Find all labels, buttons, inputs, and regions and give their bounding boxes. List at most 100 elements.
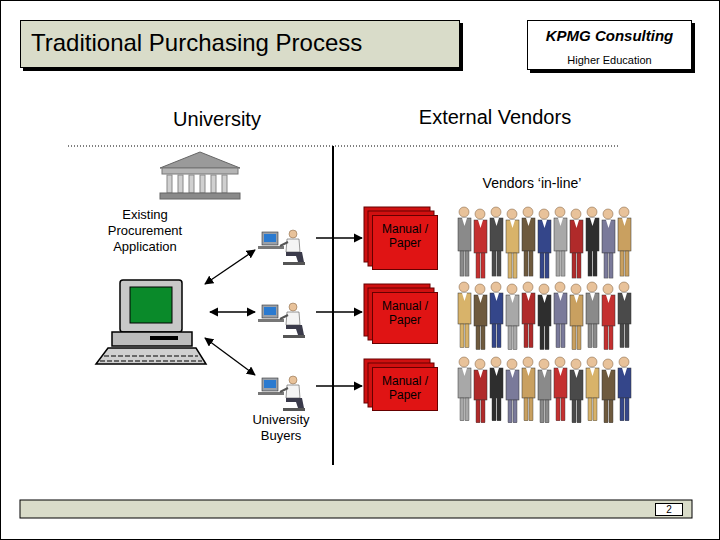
vendor-body — [602, 370, 615, 400]
buyer-screen — [264, 234, 276, 242]
vendor-body — [618, 368, 631, 398]
vendor-head — [507, 209, 517, 219]
vendor-leg — [588, 251, 592, 276]
buyer-chair — [283, 335, 305, 338]
buyer-head — [289, 230, 297, 238]
vendor-shirt — [478, 295, 483, 303]
vendor-head — [571, 284, 581, 294]
university-building — [160, 152, 240, 199]
vendor-head — [459, 207, 469, 217]
vendor-head — [555, 282, 565, 292]
vendor-shirt — [574, 370, 579, 378]
buyer-legs — [286, 325, 304, 335]
vendor-leg — [561, 324, 565, 348]
vendor-leg — [476, 326, 480, 350]
vendor-head — [603, 359, 613, 369]
vendor-leg — [460, 324, 464, 348]
vendor-leg — [625, 398, 629, 421]
slide-title: Traditional Purchasing Process — [20, 20, 460, 68]
vendor-leg — [609, 253, 613, 278]
vendor-body — [506, 370, 519, 400]
vendor-body — [618, 218, 631, 251]
link-arrow — [205, 250, 255, 284]
vendor-shirt — [590, 293, 595, 301]
logo-text: KPMG Consulting — [546, 27, 674, 44]
vendor-body — [538, 370, 551, 400]
vendor-shirt — [590, 218, 595, 226]
vendor-leg — [572, 253, 576, 278]
paper-box: Manual / Paper — [372, 292, 438, 344]
vendor-shirt — [542, 370, 547, 378]
vendor-shirt — [542, 220, 547, 228]
vendor-body — [586, 293, 599, 324]
vendor-shirt — [462, 293, 467, 301]
vendor-shirt — [510, 220, 515, 228]
buyer-body — [286, 239, 300, 252]
vendor-leg — [492, 251, 496, 276]
vendor-leg — [545, 253, 549, 278]
vendor-head — [587, 207, 597, 217]
vendor-shirt — [510, 370, 515, 378]
vendor-leg — [593, 398, 597, 421]
footer-bar — [20, 500, 692, 518]
vendor-head — [571, 209, 581, 219]
vendor-leg — [556, 251, 560, 276]
vendor-leg — [540, 253, 544, 278]
paper-label: Manual / Paper — [376, 374, 434, 402]
vendor-head — [507, 284, 517, 294]
vendor-head — [459, 282, 469, 292]
vendor-body — [570, 370, 583, 400]
buyer-legs — [286, 398, 304, 408]
vendor-leg — [572, 326, 576, 350]
vendor-leg — [513, 253, 517, 278]
vendor-body — [458, 368, 471, 398]
vendor-body — [506, 295, 519, 326]
vendor-shirt — [606, 295, 611, 303]
buyer-screen — [264, 307, 276, 315]
vendor-leg — [465, 398, 469, 421]
vendor-body — [570, 220, 583, 253]
vendor-shirt — [494, 293, 499, 301]
vendor-leg — [492, 324, 496, 348]
vendor-leg — [556, 324, 560, 348]
vendor-shirt — [606, 370, 611, 378]
computer-icon — [96, 280, 206, 364]
buyer-body — [286, 385, 300, 398]
buyer-head — [289, 376, 297, 384]
vendor-shirt — [510, 295, 515, 303]
vendor-leg — [604, 253, 608, 278]
vendor-body — [602, 295, 615, 326]
vendor-body — [586, 368, 599, 398]
vendor-head — [491, 282, 501, 292]
vendor-leg — [545, 400, 549, 423]
buyer-desk — [258, 392, 284, 395]
vendor-body — [586, 218, 599, 251]
vendor-leg — [625, 324, 629, 348]
vendor-body — [554, 218, 567, 251]
vendor-body — [458, 218, 471, 251]
vendor-leg — [524, 324, 528, 348]
link-arrow — [205, 338, 255, 375]
flow-arrow — [316, 385, 362, 386]
vendor-body — [490, 218, 503, 251]
vendor-leg — [524, 251, 528, 276]
paper-label: Manual / Paper — [376, 299, 434, 327]
vendor-body — [474, 370, 487, 400]
vendor-leg — [540, 326, 544, 350]
vendor-leg — [497, 324, 501, 348]
vendor-head — [491, 207, 501, 217]
vendor-body — [554, 368, 567, 398]
vendor-leg — [529, 251, 533, 276]
vendor-leg — [481, 400, 485, 423]
vendor-leg — [476, 253, 480, 278]
vendor-leg — [465, 251, 469, 276]
vendor-leg — [577, 326, 581, 350]
vendor-body — [506, 220, 519, 253]
vendor-shirt — [558, 368, 563, 376]
vendor-head — [555, 357, 565, 367]
vendor-leg — [620, 324, 624, 348]
vendor-leg — [561, 398, 565, 421]
vendor-leg — [513, 400, 517, 423]
vendor-head — [523, 357, 533, 367]
vendor-leg — [593, 251, 597, 276]
